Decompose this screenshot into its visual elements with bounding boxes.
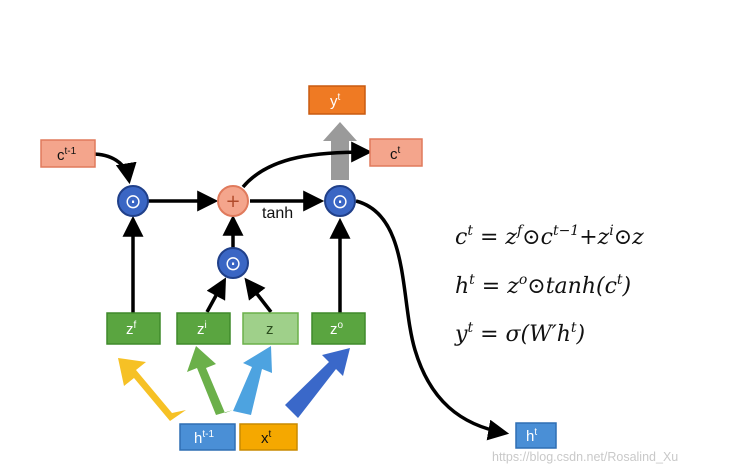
- z-box: z: [242, 312, 299, 345]
- zo-box: zo: [311, 312, 366, 345]
- mult-symbol: ⊙: [125, 189, 142, 213]
- svg-text:ht: ht: [526, 427, 537, 445]
- equation-cell: ct = zf⊙ct−1+zi⊙z: [455, 223, 644, 250]
- z-to-input-mult: [244, 277, 273, 314]
- yellow-arrow: [118, 358, 186, 421]
- svg-text:xt: xt: [261, 429, 272, 447]
- mult-symbol: ⊙: [225, 251, 242, 275]
- tanh-label: tanh: [262, 205, 293, 222]
- h-prev-box: ht-1: [179, 423, 236, 451]
- add-node: +: [217, 185, 249, 217]
- svg-text:ct: ct: [390, 145, 401, 163]
- svg-text:yt: yt: [330, 92, 341, 110]
- svg-text:ht-1: ht-1: [194, 429, 214, 447]
- svg-text:zf: zf: [126, 320, 137, 338]
- y-out-box: yt: [308, 85, 366, 115]
- gray-output-arrow: [323, 122, 357, 180]
- watermark: https://blog.csdn.net/Rosalind_Xu: [492, 450, 678, 464]
- lightblue-arrow: [233, 346, 272, 415]
- input-mult-node: ⊙: [217, 247, 249, 279]
- forget-mult-node: ⊙: [117, 185, 149, 217]
- c-next-box: ct: [369, 138, 423, 167]
- input-arrows: [118, 346, 350, 421]
- equations: ct = zf⊙ct−1+zi⊙z ht = zo⊙tanh(ct) yt = …: [454, 223, 644, 347]
- flow-lines: [91, 141, 510, 441]
- c-prev-to-forget-mult: [91, 152, 137, 185]
- zf-box: zf: [106, 312, 161, 345]
- equation-output: yt = σ(W′ht): [454, 320, 585, 347]
- x-in-box: xt: [239, 423, 298, 451]
- svg-text:zo: zo: [330, 320, 344, 338]
- output-mult-to-h-next: [355, 199, 510, 441]
- equation-hidden: ht = zo⊙tanh(ct): [455, 272, 631, 299]
- add-symbol: +: [225, 191, 240, 212]
- svg-text:z: z: [266, 321, 274, 338]
- darkblue-arrow: [285, 348, 350, 418]
- c-prev-box: ct-1: [40, 139, 96, 168]
- add-to-c-next: [241, 141, 373, 189]
- h-out-box: ht: [515, 422, 557, 449]
- svg-text:zi: zi: [197, 320, 207, 338]
- output-mult-node: ⊙: [324, 185, 356, 217]
- zi-box: zi: [176, 312, 231, 345]
- mult-symbol: ⊙: [332, 189, 349, 213]
- zi-to-input-mult: [205, 277, 227, 313]
- svg-text:ct-1: ct-1: [57, 146, 77, 164]
- green-arrow: [187, 346, 233, 415]
